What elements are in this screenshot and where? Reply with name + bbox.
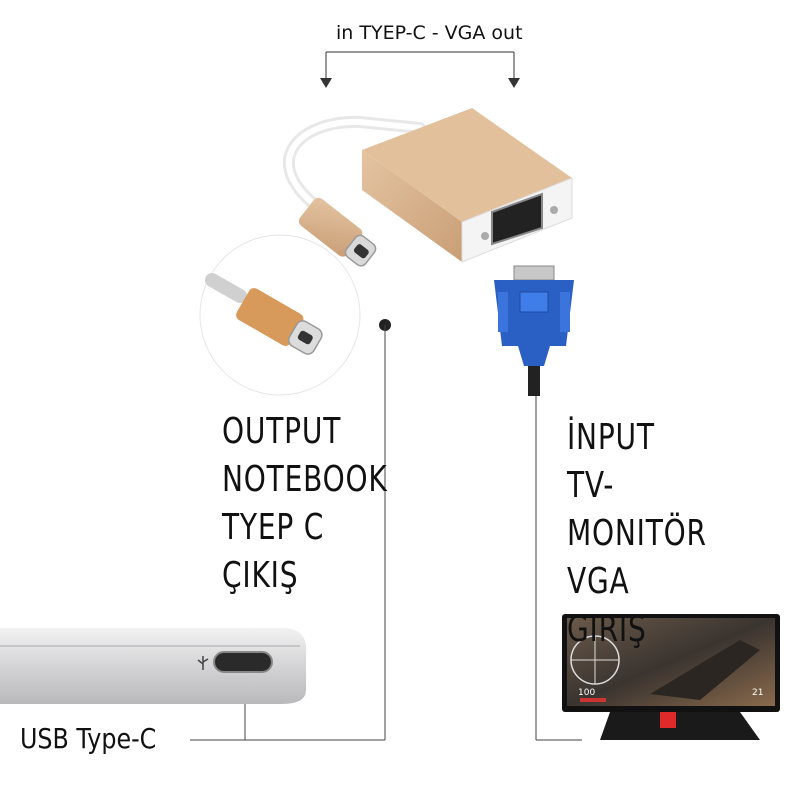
monitor-stand [600,712,760,740]
arrow-down-right-icon [508,78,520,88]
vga-port [491,192,543,246]
direction-bracket [320,51,520,88]
input-line: İNPUT [567,417,655,458]
hud-health: 100 [578,688,596,698]
arrow-down-left-icon [320,78,332,88]
laptop [0,628,307,704]
output-line: NOTEBOOK [222,459,388,500]
hud-ammo: 21 [752,688,764,698]
leader-lines [190,319,582,741]
input-line: GIRIŞ [567,609,647,650]
vga-adapter-body [362,108,573,263]
vga-connector [494,265,574,396]
usb-type-c-label: USB Type-C [20,722,157,755]
connection-direction-label: in TYEP-C - VGA out [336,22,523,44]
output-line: ÇIKIŞ [222,555,299,596]
usb-c-cable [283,115,426,267]
usb-c-zoom-inset [199,234,361,396]
input-description: İNPUT TV-MONITÖR VGA GIRIŞ [567,414,749,654]
output-line: TYEP C [222,507,325,548]
usb-symbol-icon [197,656,209,670]
usb-c-port [213,651,273,673]
input-line: VGA [567,561,630,602]
usb-c-plug [298,197,377,267]
input-line: TV-MONITÖR [567,465,707,554]
output-description: OUTPUT NOTEBOOK TYEP C ÇIKIŞ [222,408,388,600]
monitor [562,614,780,740]
output-line: OUTPUT [222,411,342,452]
